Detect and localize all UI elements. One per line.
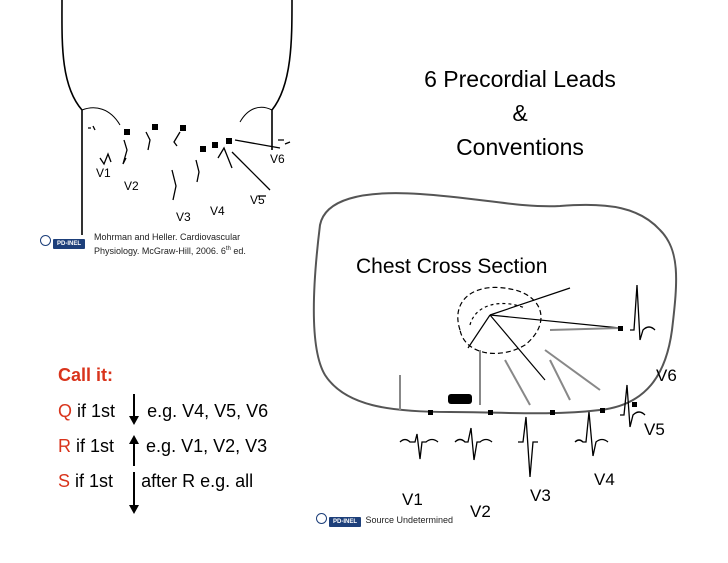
chest-left-edge	[61, 0, 83, 235]
chest-outline-diagram	[61, 0, 293, 235]
chest-label-v1: V1	[96, 166, 111, 180]
lead-axis-arrows	[399, 327, 621, 410]
cross-label-v6: V6	[656, 366, 677, 385]
rule-q: Q if 1st e.g. V4, V5, V6	[58, 401, 268, 422]
chest-right-contour	[239, 106, 273, 123]
title-line-1: 6 Precordial Leads	[424, 66, 616, 92]
license-badge: PD-INEL	[329, 517, 361, 527]
title-line-3: Conventions	[456, 134, 584, 160]
rule-r: R if 1st e.g. V1, V2, V3	[58, 436, 267, 457]
credit-tail: ed.	[230, 246, 246, 256]
cross-section-diagram	[312, 192, 678, 478]
cross-label-v3: V3	[530, 486, 551, 505]
rule-example: after R e.g. all	[141, 471, 254, 491]
license-badge: PD-INEL	[53, 239, 85, 249]
source-text: Source Undetermined	[365, 515, 454, 525]
license-icon	[316, 513, 327, 525]
rule-condition: if 1st	[70, 471, 114, 491]
rule-example: e.g. V4, V5, V6	[147, 401, 269, 421]
chest-label-v5: V5	[250, 193, 265, 207]
cross-label-v4: V4	[594, 470, 615, 489]
cross-label-v2: V2	[470, 502, 491, 521]
credit-line-2: Physiology. McGraw-Hill, 2006. 6	[94, 246, 226, 256]
spine-marker	[448, 394, 472, 404]
chest-label-v3: V3	[176, 210, 191, 224]
cross-section-title: Chest Cross Section	[356, 255, 548, 278]
rule-arrows	[129, 394, 139, 514]
cross-label-v1: V1	[402, 490, 423, 509]
qrs-waveforms	[399, 284, 656, 478]
rule-letter: Q	[58, 401, 73, 421]
rule-letter: S	[58, 471, 71, 491]
license-icon	[40, 235, 51, 247]
credit-superscript: th	[225, 246, 231, 252]
chest-credit: Mohrman and Heller. Cardiovascular Physi…	[94, 231, 246, 257]
chest-left-contour	[81, 107, 121, 126]
lead-traces	[88, 125, 291, 201]
cross-label-v5: V5	[644, 420, 665, 439]
rule-condition: if 1st	[72, 401, 116, 421]
call-it-heading: Call it:	[58, 365, 114, 385]
electrode-dots	[124, 124, 232, 152]
chest-right-edge	[271, 0, 293, 150]
chest-label-v4: V4	[210, 204, 225, 218]
rule-condition: if 1st	[71, 436, 115, 456]
source-credit: PD-INEL Source Undetermined	[316, 510, 453, 528]
rule-letter: R	[58, 436, 71, 456]
title-line-2: &	[512, 100, 528, 126]
slide-title: 6 Precordial Leads & Conventions	[380, 62, 660, 164]
rule-s: S if 1st after R e.g. all	[58, 471, 253, 492]
thorax-outline	[312, 192, 678, 415]
chest-label-v2: V2	[124, 179, 139, 193]
credit-line-1: Mohrman and Heller. Cardiovascular	[94, 232, 241, 242]
rule-example: e.g. V1, V2, V3	[146, 436, 268, 456]
chest-label-v6: V6	[270, 152, 285, 166]
heart-vectors	[457, 286, 621, 381]
cross-section-electrodes	[428, 326, 637, 415]
chest-license-badge: PD-INEL	[40, 232, 85, 250]
